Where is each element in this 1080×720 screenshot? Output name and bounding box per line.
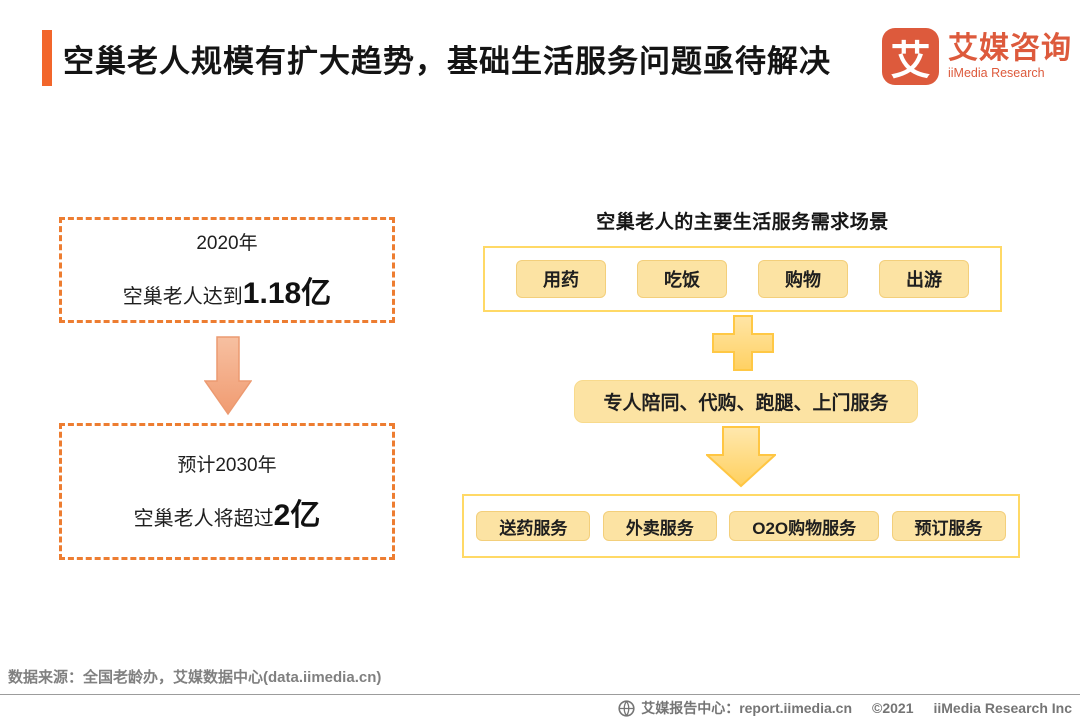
stat-year: 2020年 — [196, 233, 258, 254]
middle-service-box: 专人陪同、代购、跑腿、上门服务 — [574, 380, 918, 423]
title-accent-bar — [42, 30, 52, 86]
stat-prefix: 空巢老人达到 — [122, 286, 243, 308]
service-pill-booking: 预订服务 — [891, 511, 1006, 541]
scenario-pill-medication: 用药 — [516, 260, 606, 298]
stat-value: 1.18亿 — [242, 277, 332, 310]
iimedia-logo-icon: 艾 — [882, 28, 939, 85]
data-source-note: 数据来源：全国老龄办，艾媒数据中心(data.iimedia.cn) — [8, 669, 382, 686]
footer-bar: 艾媒报告中心：report.iimedia.cn ©2021 iiMedia R… — [618, 698, 1072, 718]
scenario-pill-travel: 出游 — [879, 260, 969, 298]
iimedia-logo: 艾 艾媒咨询 iiMedia Research — [882, 28, 1072, 85]
stat-prefix: 空巢老人将超过 — [133, 507, 274, 530]
copyright-text: ©2021 — [872, 700, 914, 716]
service-container: 送药服务 外卖服务 O2O购物服务 预订服务 — [462, 494, 1020, 558]
globe-icon — [618, 699, 635, 717]
logo-name-cn: 艾媒咨询 — [948, 32, 1072, 66]
service-pill-o2o-shopping: O2O购物服务 — [729, 511, 880, 541]
page-title: 空巢老人规模有扩大趋势，基础生活服务问题亟待解决 — [63, 43, 831, 79]
service-pill-food-delivery: 外卖服务 — [602, 511, 717, 541]
iimedia-logo-text: 艾媒咨询 iiMedia Research — [948, 32, 1072, 80]
report-center-link: 艾媒报告中心：report.iimedia.cn — [641, 700, 853, 716]
down-arrow-salmon-icon — [204, 336, 252, 416]
logo-name-en: iiMedia Research — [948, 65, 1045, 80]
footer-divider — [0, 694, 1080, 695]
stat-year: 预计2030年 — [177, 454, 277, 476]
company-name: iiMedia Research Inc — [933, 700, 1072, 716]
service-pill-medicine-delivery: 送药服务 — [476, 511, 591, 541]
flow-diagram-title: 空巢老人的主要生活服务需求场景 — [596, 212, 889, 233]
scenario-container: 用药 吃饭 购物 出游 — [483, 246, 1002, 312]
scenario-pill-eating: 吃饭 — [637, 260, 727, 298]
stat-value: 2亿 — [273, 498, 321, 532]
plus-icon — [712, 315, 774, 371]
scenario-pill-shopping: 购物 — [758, 260, 848, 298]
down-arrow-gold-icon — [706, 426, 776, 488]
